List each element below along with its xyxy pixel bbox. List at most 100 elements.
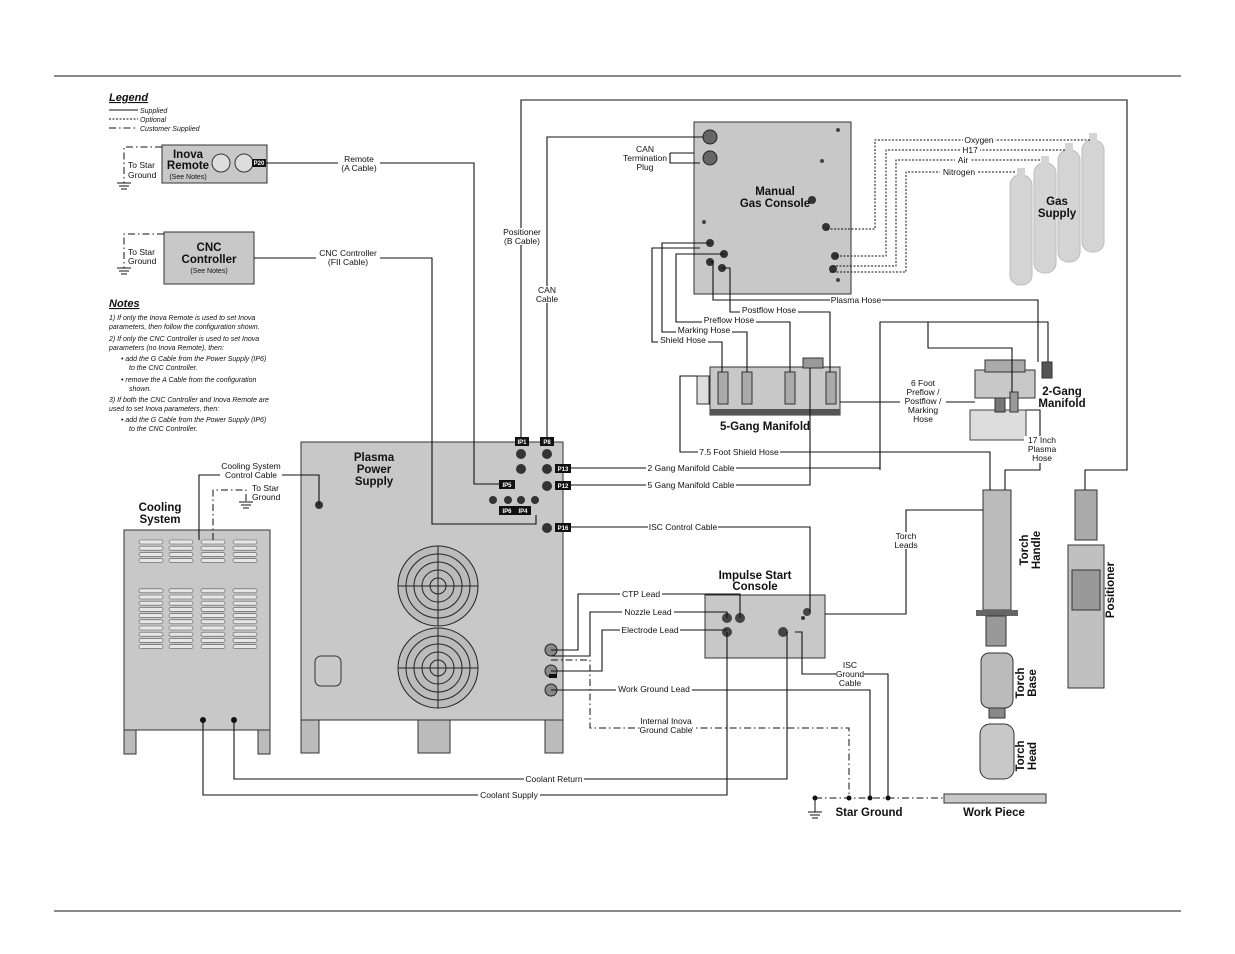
- torch-base-title-1: Torch: [1015, 667, 1027, 698]
- vent-slot: [232, 600, 258, 606]
- marking-hose: [661, 242, 748, 372]
- vent-slot: [168, 619, 194, 625]
- cnc-ground-label-2: Ground: [128, 256, 157, 266]
- work-ground-label: Work Ground Lead: [618, 684, 690, 694]
- vent-slot: [200, 539, 226, 545]
- cooling-ground: [212, 489, 247, 540]
- gas-oxygen: Oxygen: [964, 135, 994, 145]
- gas-console-title-1: Manual: [755, 186, 795, 198]
- six-foot-label: Hose: [913, 414, 933, 424]
- can-term-label: CAN: [636, 144, 654, 154]
- shield-75-hose: [679, 375, 991, 490]
- shield-hose: [651, 247, 723, 372]
- positioner-title: Positioner: [1105, 561, 1117, 618]
- vent-slot: [232, 558, 258, 563]
- vent-slot: [232, 552, 258, 557]
- six-foot-label: Postflow /: [905, 396, 942, 406]
- cnc-title-2: Controller: [182, 254, 237, 266]
- gas-console-title-2: Gas Console: [740, 198, 810, 210]
- torch-base-title-2: Base: [1027, 669, 1039, 697]
- vent-slot: [138, 607, 164, 612]
- notes-title: Notes: [109, 298, 140, 310]
- note-line: parameters, then follow the configuratio…: [108, 324, 260, 331]
- vent-slot: [168, 539, 194, 545]
- vent-slot: [138, 558, 164, 563]
- cnc-controller: CNC Controller (See Notes): [163, 231, 255, 285]
- vent-slot: [200, 631, 226, 637]
- isc-ground-label: Cable: [839, 678, 861, 688]
- torch-assembly: Torch Handle Torch Base Torch Head: [976, 489, 1043, 780]
- vent-slot: [200, 638, 226, 643]
- cnc-title-1: CNC: [197, 242, 222, 254]
- vent-slot: [232, 625, 258, 631]
- note-line: 2) If only the CNC Controller is used to…: [108, 336, 259, 343]
- cooling-system: Cooling System: [123, 502, 271, 755]
- vent-slot: [168, 638, 194, 643]
- cnc-ground-label-1: To Star: [128, 247, 155, 257]
- postflow-hose: [722, 267, 831, 372]
- positioner-b-cable: [520, 99, 1128, 490]
- shield-hose-label: Shield Hose: [660, 335, 706, 345]
- cooling-ground-label: Ground: [252, 492, 281, 502]
- marking-hose-label: Marking Hose: [678, 325, 731, 335]
- torch-head-title-1: Torch: [1015, 740, 1027, 771]
- can-label: CAN: [538, 285, 556, 295]
- note-line: used to set Inova parameters, then:: [109, 406, 219, 413]
- vent-slot: [232, 613, 258, 618]
- two-gang-feed: [927, 322, 1013, 392]
- five-gang-title: 5-Gang Manifold: [720, 421, 810, 433]
- torch-handle-title-2: Handle: [1031, 531, 1043, 569]
- remote-a-label: (A Cable): [341, 163, 377, 173]
- coolant-return-label: Coolant Return: [525, 774, 582, 784]
- inova-remote-sub: (See Notes): [169, 174, 206, 181]
- torch-leads-label: Leads: [894, 540, 917, 550]
- port-ip5: IP5: [502, 483, 512, 489]
- vent-slot: [138, 552, 164, 557]
- seventeen-inch-label: 17 Inch: [1028, 435, 1056, 445]
- psu-title-3: Supply: [355, 476, 394, 488]
- port-p16: P16: [558, 526, 569, 532]
- port-p20: P20: [254, 161, 265, 167]
- can-term-label: Termination: [623, 153, 667, 163]
- port-ip6: IP6: [502, 509, 512, 515]
- vent-slot: [200, 619, 226, 625]
- gas-supply: Gas Supply: [1009, 133, 1105, 286]
- internal-ground-label: Ground Cable: [640, 725, 693, 735]
- vent-slot: [168, 613, 194, 618]
- cooling-control-label: Cooling System: [221, 461, 281, 471]
- legend-supplied: Supplied: [140, 108, 168, 115]
- coolant-supply-label: Coolant Supply: [480, 790, 538, 800]
- shield-75-label: 7.5 Foot Shield Hose: [699, 447, 779, 457]
- note-line: • remove the A Cable from the configurat…: [121, 377, 256, 384]
- isc-ground-cable: [795, 631, 889, 798]
- torch-handle-title-1: Torch: [1019, 534, 1031, 565]
- inova-remote: Inova Remote (See Notes) P20: [161, 144, 268, 184]
- vent-slot: [200, 607, 226, 612]
- vent-slot: [168, 552, 194, 557]
- isc-ground-label: Ground: [836, 669, 865, 679]
- note-line: to the CNC Controller.: [129, 365, 198, 372]
- preflow-hose-label: Preflow Hose: [704, 315, 755, 325]
- vent-slot: [138, 588, 164, 594]
- note-line: to the CNC Controller.: [129, 426, 198, 433]
- cnc-sub: (See Notes): [190, 268, 227, 275]
- two-gang-title-1: 2-Gang: [1042, 386, 1082, 398]
- gas-nitrogen: Nitrogen: [943, 167, 975, 177]
- vent-slot: [200, 558, 226, 563]
- work-piece: Work Piece: [943, 793, 1047, 819]
- vent-slot: [232, 588, 258, 594]
- vent-slot: [138, 539, 164, 545]
- work-ground-lead: [551, 689, 871, 798]
- note-line: • add the G Cable from the Power Supply …: [121, 356, 266, 363]
- six-foot-label: Preflow /: [906, 387, 940, 397]
- port-ip4: IP4: [518, 509, 528, 515]
- legend-title: Legend: [109, 92, 148, 104]
- vent-slot: [138, 594, 164, 600]
- internal-ground-label: Internal Inova: [640, 716, 692, 726]
- five-gang-cable-label: 5 Gang Manifold Cable: [648, 480, 735, 490]
- cables: Remote (A Cable) CNC Controller (FII Cab…: [198, 99, 1128, 800]
- isc-title-1: Impulse Start: [719, 570, 792, 582]
- star-ground: Star Ground: [808, 795, 944, 819]
- note-line: 3) If both the CNC Controller and Inova …: [109, 397, 269, 404]
- vent-slot: [232, 631, 258, 637]
